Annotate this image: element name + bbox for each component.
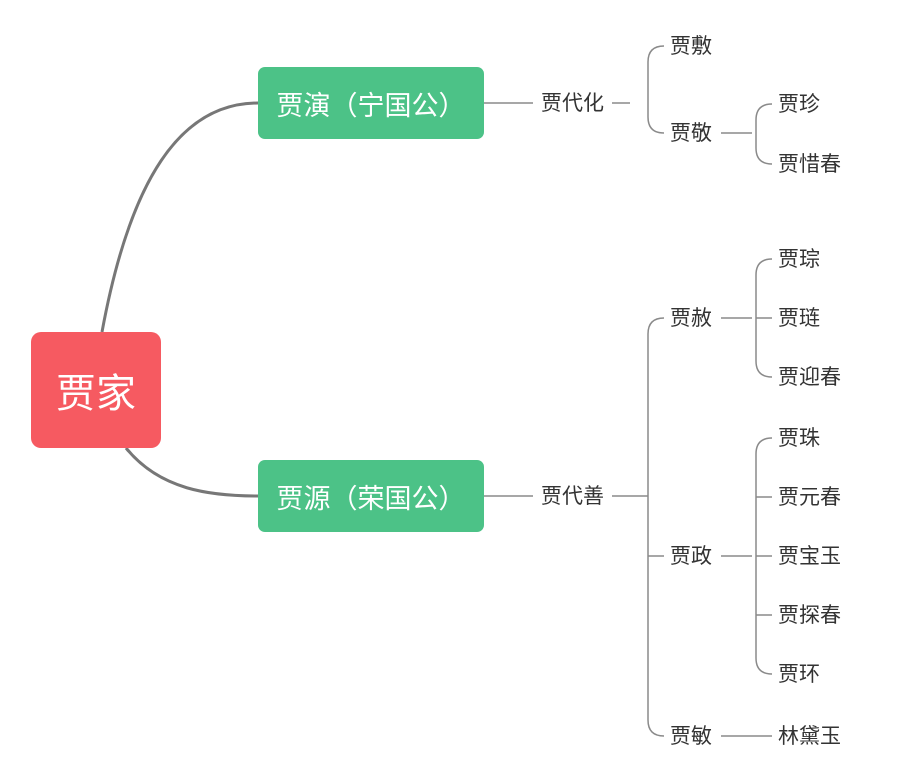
- link-root-rongguo: [124, 447, 259, 498]
- root-node[interactable]: 贾家: [31, 332, 161, 448]
- branch-ningguo[interactable]: 贾演（宁国公）: [258, 67, 484, 139]
- node-jia-daishan[interactable]: 贾代善: [541, 484, 604, 508]
- node-jia-zheng[interactable]: 贾政: [670, 544, 712, 568]
- node-jia-tanchun[interactable]: 贾探春: [778, 603, 841, 627]
- node-jia-jing[interactable]: 贾敬: [670, 121, 712, 145]
- node-jia-cong[interactable]: 贾琮: [778, 247, 820, 271]
- node-jia-yuanchun[interactable]: 贾元春: [778, 485, 841, 509]
- link-daishan-children: [612, 317, 665, 737]
- root-label: 贾家: [56, 371, 136, 417]
- node-jia-yingchun[interactable]: 贾迎春: [778, 365, 841, 389]
- node-lin-daiyu[interactable]: 林黛玉: [778, 724, 841, 748]
- node-jia-xichun[interactable]: 贾惜春: [778, 152, 841, 176]
- node-jia-min[interactable]: 贾敏: [670, 724, 712, 748]
- link-daihua-children: [612, 45, 665, 134]
- branch-ningguo-label: 贾演（宁国公）: [276, 90, 466, 122]
- node-jia-baoyu[interactable]: 贾宝玉: [778, 544, 841, 568]
- node-jia-daihua[interactable]: 贾代化: [541, 91, 604, 115]
- branch-rongguo[interactable]: 贾源（荣国公）: [258, 460, 484, 532]
- branch-rongguo-label: 贾源（荣国公）: [276, 483, 466, 515]
- link-zheng-children: [721, 437, 773, 675]
- node-jia-huan[interactable]: 贾环: [778, 662, 820, 686]
- node-jia-lian[interactable]: 贾琏: [778, 306, 820, 330]
- link-she-children: [721, 258, 773, 378]
- node-jia-fu[interactable]: 贾敷: [670, 34, 712, 58]
- node-jia-she[interactable]: 贾赦: [670, 306, 712, 330]
- link-root-ningguo: [100, 101, 259, 333]
- node-jia-zhu[interactable]: 贾珠: [778, 426, 820, 450]
- node-jia-zhen[interactable]: 贾珍: [778, 92, 820, 116]
- link-jing-children: [721, 103, 773, 165]
